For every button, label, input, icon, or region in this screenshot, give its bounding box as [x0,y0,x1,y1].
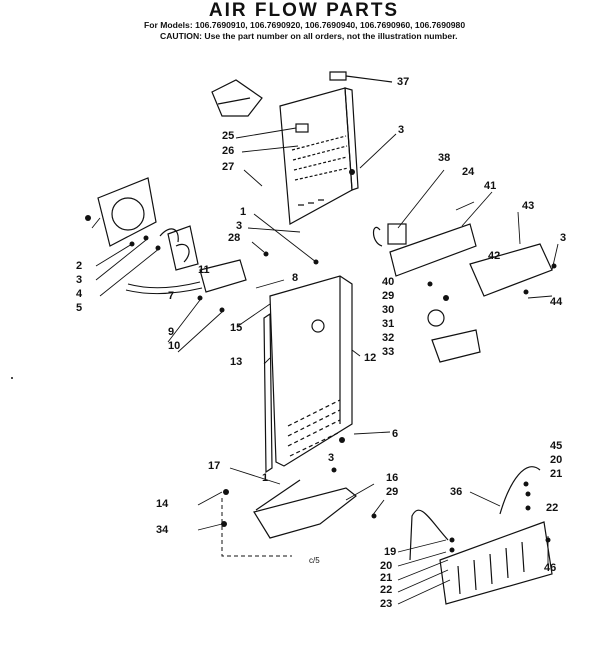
callout-23: 23 [380,598,393,610]
clip-37 [329,71,347,81]
callout-29: 29 [382,290,395,302]
callout-22: 22 [546,502,559,514]
callout-42: 42 [488,250,501,262]
callout-9: 9 [168,326,175,338]
callout-6: 6 [392,428,399,440]
callout-14: 14 [156,498,169,510]
callout-36: 36 [450,486,463,498]
callout-12: 12 [364,352,377,364]
callout-11: 11 [198,264,210,276]
callout-16: 16 [386,472,399,484]
callout-46: 46 [544,562,557,574]
callout-27: 27 [222,161,235,173]
callout-41: 41 [484,180,497,192]
callout-19: 19 [384,546,397,558]
page-mark: c/5 [309,556,320,565]
fasteners [11,169,557,553]
callout-13: 13 [230,356,243,368]
callout-29b: 29 [386,486,399,498]
callout-3b: 3 [560,232,567,244]
caution-line: CAUTION: Use the part number on all orde… [160,31,458,41]
callout-44: 44 [550,296,563,308]
damper-assembly [372,223,477,277]
callout-21: 21 [550,468,563,480]
cover-plate-43 [469,243,553,297]
callout-5: 5 [76,302,83,314]
lamp-cover-33 [431,329,481,363]
bracket-11 [199,259,247,293]
callout-37: 37 [397,76,410,88]
main-duct-panel [269,275,353,467]
callout-3e: 3 [328,452,335,464]
heater-assembly [409,466,553,605]
fan-motor-assembly [125,225,203,295]
upper-duct-panel [279,87,359,225]
callout-2: 2 [76,260,83,272]
models-line: For Models: 106.7690910, 106.7690920, 10… [144,20,466,30]
callout-31: 31 [382,318,395,330]
callout-15: 15 [230,322,243,334]
seal-strip-13 [263,312,273,474]
diagram-title: AIR FLOW PARTS [208,0,400,21]
callout-28: 28 [228,232,241,244]
bracket-25 [211,79,263,117]
callout-26: 26 [222,145,235,157]
bulb-32 [427,309,445,327]
callout-3d: 3 [76,274,83,286]
callout-4: 4 [76,288,83,300]
callout-24: 24 [462,166,475,178]
callout-10: 10 [168,340,181,352]
leader-lines [91,127,559,605]
callout-34: 34 [156,524,169,536]
callout-38: 38 [438,152,451,164]
callout-1: 1 [240,206,247,218]
callout-40: 40 [382,276,395,288]
fan-shroud [97,177,157,247]
drain-trough [253,479,357,539]
callout-43: 43 [522,200,535,212]
callout-30: 30 [382,304,395,316]
callout-21b: 21 [380,572,393,584]
callout-20b: 20 [380,560,393,572]
callout-7: 7 [168,290,175,302]
callout-20: 20 [550,454,563,466]
callout-25: 25 [222,130,235,142]
callout-8: 8 [292,272,299,284]
callout-3c: 3 [236,220,243,232]
callout-17: 17 [208,460,221,472]
callout-3: 3 [398,124,405,136]
callout-45: 45 [550,440,563,452]
callout-32: 32 [382,332,395,344]
callout-1b: 1 [262,472,269,484]
callout-33: 33 [382,346,395,358]
callout-22b: 22 [380,584,393,596]
